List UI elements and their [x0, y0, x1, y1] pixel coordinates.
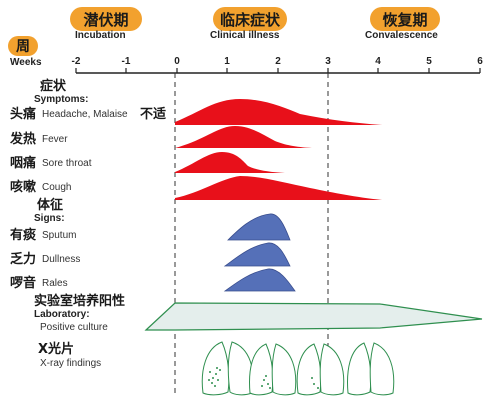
sputum-curve — [227, 213, 291, 241]
fever-label-cn: 发热 — [10, 132, 37, 147]
rales-label-cn: 啰音 — [10, 276, 37, 291]
xray-heading-en: X-ray findings — [40, 358, 102, 369]
laboratory-heading-cn: 实验室培养阳性 — [34, 294, 126, 309]
laboratory-heading-en: Laboratory: — [34, 309, 90, 320]
phase-clinical-label: Clinical illness — [210, 30, 280, 41]
signs-heading-cn: 体征 — [37, 198, 64, 213]
weeks-label: Weeks — [10, 57, 42, 68]
rales-label-en: Rales — [42, 278, 68, 289]
tick-label: -1 — [121, 56, 131, 67]
tick-label: 3 — [325, 56, 331, 67]
tick-label: -2 — [71, 56, 81, 67]
phase-incubation-badge: 潜伏期 — [70, 7, 142, 31]
phase-convalescence-label: Convalescence — [365, 30, 438, 41]
malaise-label-cn: 不适 — [140, 107, 167, 122]
sputum-label-cn: 有痰 — [10, 228, 37, 243]
tick-label: 0 — [174, 56, 180, 67]
cough-label-cn: 咳嗽 — [10, 180, 37, 195]
axis-ticks — [75, 68, 481, 73]
weeks-badge: 周 — [8, 36, 38, 56]
sore-throat-label-en: Sore throat — [42, 158, 92, 169]
sore-throat-label-cn: 咽痛 — [10, 156, 37, 171]
tick-label: 5 — [426, 56, 432, 67]
symptoms-heading-cn: 症状 — [40, 79, 67, 94]
tick-label: 4 — [375, 56, 381, 67]
xray-infiltrate-dots — [208, 367, 319, 389]
phase-convalescence-badge: 恢复期 — [370, 7, 440, 31]
dullness-label-en: Dullness — [42, 254, 81, 265]
phase-incubation-label: Incubation — [75, 30, 126, 41]
headache-curve — [175, 99, 382, 125]
xray-lungs — [201, 341, 395, 396]
signs-heading-en: Signs: — [34, 213, 65, 224]
tick-label: 6 — [477, 56, 483, 67]
rales-curve — [223, 268, 296, 292]
tick-label: 2 — [275, 56, 281, 67]
sputum-label-en: Sputum — [42, 230, 77, 241]
dullness-label-cn: 乏力 — [10, 252, 37, 267]
headache-label-cn: 头痛 — [10, 107, 37, 122]
fever-label-en: Fever — [42, 134, 68, 145]
culture-band — [144, 302, 483, 331]
tick-label: 1 — [224, 56, 230, 67]
phase-clinical-badge: 临床症状 — [213, 7, 287, 31]
symptoms-heading-en: Symptoms: — [34, 94, 89, 105]
sore-throat-curve — [175, 152, 285, 173]
fever-curve — [175, 126, 312, 148]
dullness-curve — [223, 242, 291, 267]
xray-heading-cn: X光片 — [38, 342, 75, 357]
cough-label-en: Cough — [42, 182, 72, 193]
headache-label-en: Headache, Malaise — [42, 109, 128, 120]
cough-curve — [175, 176, 382, 200]
culture-label-en: Positive culture — [40, 322, 108, 333]
